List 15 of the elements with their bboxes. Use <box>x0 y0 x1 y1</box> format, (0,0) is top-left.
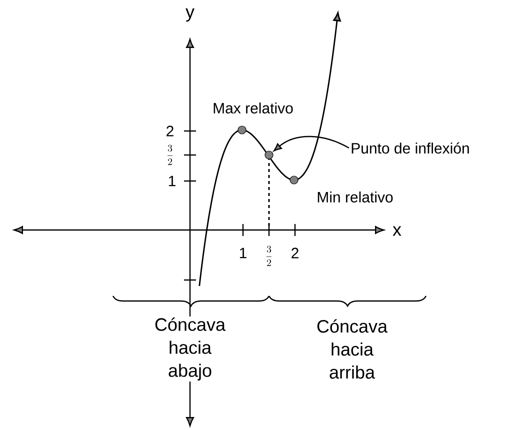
inflection-point <box>264 150 274 160</box>
tick-label: 1 <box>240 248 246 258</box>
tick-label: 2 <box>292 248 298 258</box>
tick-label: $\frac{3}{2}$ <box>266 246 272 266</box>
tick-label: $\frac{3}{2}$ <box>168 144 172 166</box>
concavity-label: Cóncava hacia abajo <box>153 316 227 382</box>
concavity-label: Cóncava hacia arriba <box>315 318 389 380</box>
axis-label: x <box>392 226 402 236</box>
point-label: Min relativo <box>318 192 393 202</box>
tick-label: 1 <box>168 176 176 186</box>
tick-label: 2 <box>166 126 174 136</box>
point-label: Max relativo <box>214 102 293 114</box>
axis-label: y <box>186 8 194 22</box>
leader-line <box>273 136 350 152</box>
callout-label: Punto de inflexión <box>352 142 469 154</box>
